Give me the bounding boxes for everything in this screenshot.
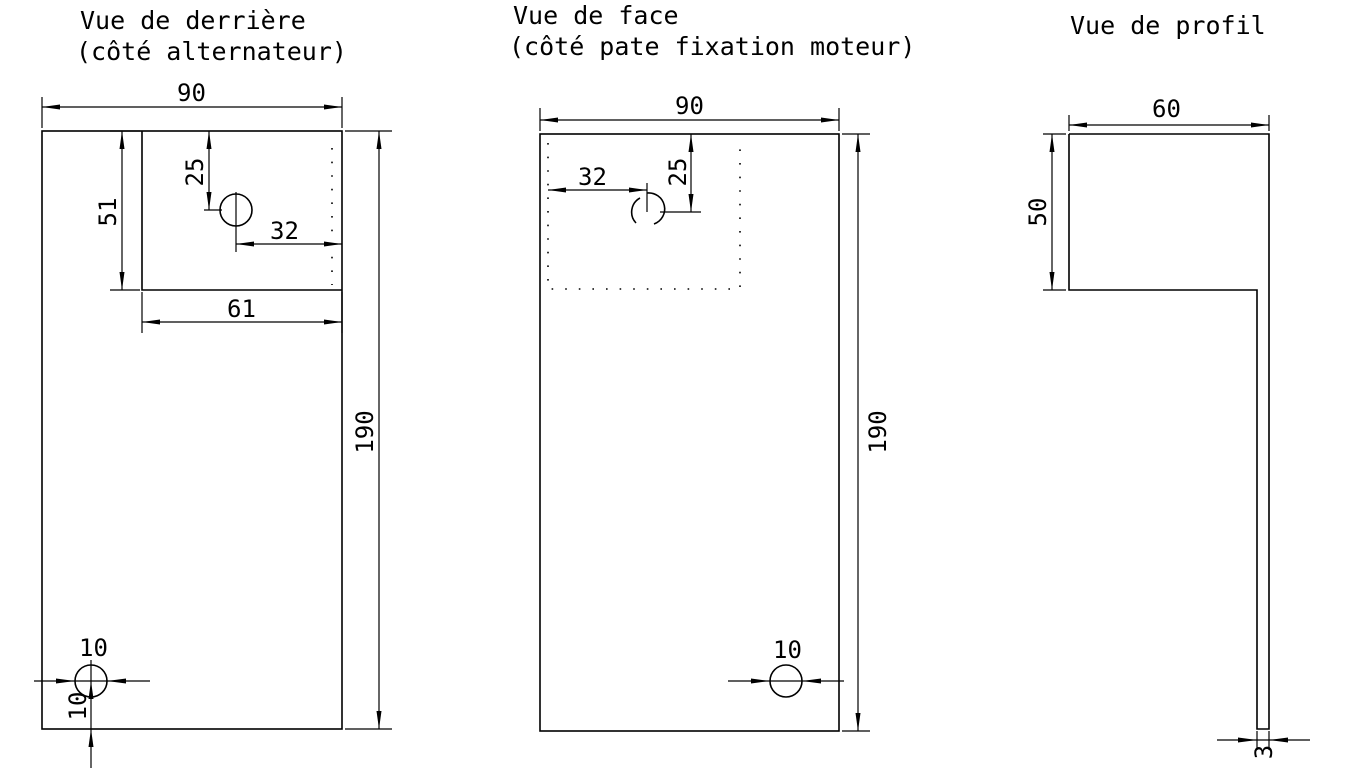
back-bottom-hole-pos-arrow-bottom — [88, 729, 94, 747]
front-hole-top-label: 25 — [664, 158, 692, 187]
front-hole-arc-left — [630, 197, 641, 224]
front-view-title-line2: (côté pate fixation moteur) — [509, 32, 915, 61]
front-width-label: 90 — [675, 92, 704, 120]
front-view: Vue de face (côté pate fixation moteur) … — [509, 1, 915, 732]
back-width-arrow-left — [42, 104, 60, 110]
profile-thickness-arrow-right — [1269, 737, 1288, 743]
back-hole-top-label: 25 — [181, 158, 209, 187]
profile-thickness-arrow-left — [1238, 737, 1257, 743]
front-hole-top-arrow-bottom — [688, 194, 694, 212]
back-bottom-hole-pos-label: 10 — [64, 692, 92, 721]
profile-flange-arrow-right — [1251, 122, 1269, 128]
front-hole-top-arrow-top — [688, 134, 694, 152]
back-hole-top-arrow-top — [206, 131, 212, 149]
profile-view-title: Vue de profil — [1070, 11, 1266, 40]
profile-height-arrow-top — [1049, 134, 1055, 152]
back-hole-top-arrow-bottom — [206, 192, 212, 210]
front-height-label: 190 — [864, 410, 892, 453]
front-hole-left-arrow-right — [629, 187, 647, 193]
front-hole-left-label: 32 — [578, 163, 607, 191]
back-height-arrow-top — [376, 131, 382, 149]
profile-flange-label: 60 — [1152, 95, 1181, 123]
profile-outline — [1068, 133, 1270, 730]
profile-flange-arrow-left — [1069, 122, 1087, 128]
back-view: Vue de derrière (côté alternateur) 90 19… — [34, 6, 392, 768]
front-hole-arc-right — [646, 192, 666, 225]
back-bottom-hole-dia-arrow-right — [107, 678, 126, 684]
profile-view: Vue de profil 60 50 3 — [1024, 11, 1310, 759]
back-window-height-label: 51 — [94, 198, 122, 227]
back-width-arrow-right — [324, 104, 342, 110]
back-window-width-arrow-right — [324, 319, 342, 325]
back-bottom-hole-dia-arrow-left — [56, 678, 75, 684]
front-bottom-hole-dia-label: 10 — [773, 636, 802, 664]
front-height-arrow-bottom — [855, 713, 861, 731]
profile-thickness-label: 3 — [1250, 745, 1278, 759]
back-window-outline — [141, 131, 342, 291]
front-width-arrow-left — [540, 117, 558, 123]
back-view-title-line1: Vue de derrière — [80, 6, 306, 35]
back-height-label: 190 — [351, 410, 379, 453]
front-plate-outline — [539, 133, 840, 732]
front-hidden-window — [547, 143, 741, 290]
front-bottom-hole-dia-arrow-left — [751, 678, 770, 684]
back-hole-right-arrow-right — [324, 241, 342, 247]
back-bottom-hole-pos-arrow-top — [88, 681, 94, 699]
back-height-arrow-bottom — [376, 711, 382, 729]
back-hole-right-arrow-left — [236, 241, 254, 247]
back-window-height-arrow-top — [119, 131, 125, 149]
back-window-width-label: 61 — [227, 295, 256, 323]
front-bottom-hole-dia-arrow-right — [802, 678, 821, 684]
back-window-height-arrow-bottom — [119, 272, 125, 290]
back-view-title-line2: (côté alternateur) — [76, 37, 347, 66]
back-bottom-hole-dia-label: 10 — [79, 634, 108, 662]
front-width-arrow-right — [821, 117, 839, 123]
front-height-arrow-top — [855, 134, 861, 152]
front-hole-left-arrow-left — [548, 187, 566, 193]
profile-height-arrow-bottom — [1049, 272, 1055, 290]
profile-height-label: 50 — [1024, 198, 1052, 227]
back-plate-outline — [41, 130, 343, 730]
front-view-title-line1: Vue de face — [513, 1, 679, 30]
back-window-width-arrow-left — [142, 319, 160, 325]
back-width-label: 90 — [177, 79, 206, 107]
back-hole-right-label: 32 — [270, 217, 299, 245]
